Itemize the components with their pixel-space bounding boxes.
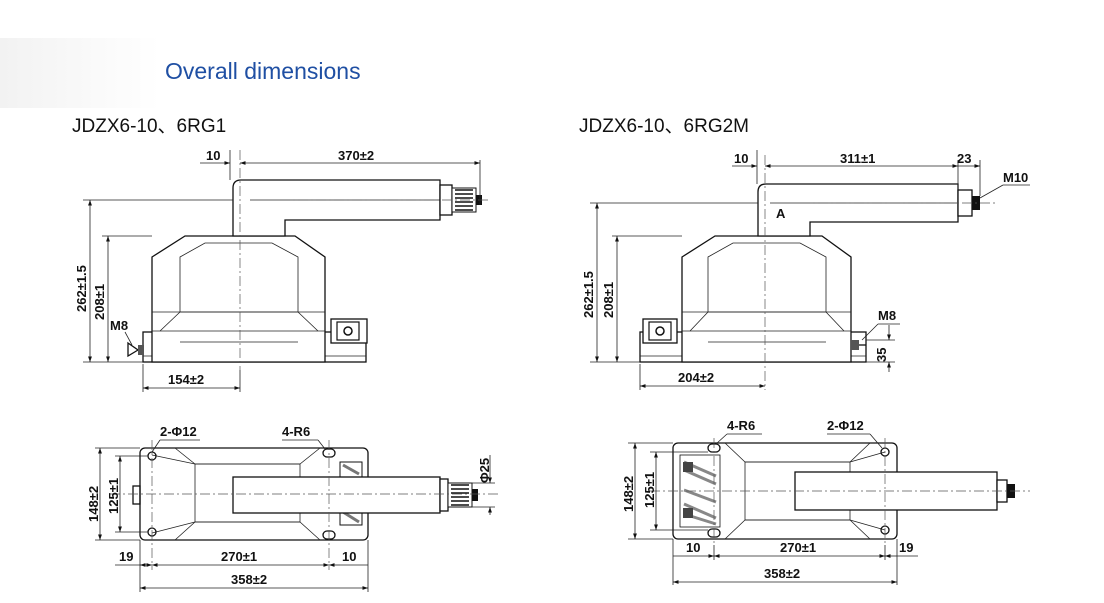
left-front-dim-208: 208±1 bbox=[92, 284, 107, 320]
right-front-view: A 10 311±1 23 M10 262±1.5 208±1 bbox=[581, 150, 1030, 390]
right-front-dim-262: 262±1.5 bbox=[581, 271, 596, 318]
left-front-dim-10: 10 bbox=[206, 148, 220, 163]
left-front-m8: M8 bbox=[110, 318, 128, 333]
left-top-phi25: Φ25 bbox=[477, 458, 492, 483]
right-front-dim-311: 311±1 bbox=[840, 151, 875, 166]
right-top-dim-10: 10 bbox=[686, 540, 700, 555]
right-top-dim-148: 148±2 bbox=[621, 476, 636, 512]
left-top-dim-10: 10 bbox=[342, 549, 356, 564]
right-top-phi12: 2-Φ12 bbox=[827, 418, 864, 433]
right-front-dim-10: 10 bbox=[734, 151, 748, 166]
right-front-dim-204: 204±2 bbox=[678, 370, 714, 385]
left-top-r6: 4-R6 bbox=[282, 424, 310, 439]
header-shade bbox=[0, 38, 160, 108]
right-front-m10: M10 bbox=[1003, 170, 1028, 185]
left-top-view: 2-Φ12 4-R6 Φ25 148±2 125±1 19 270±1 10 3… bbox=[86, 424, 500, 592]
left-front-dim-262: 262±1.5 bbox=[74, 265, 89, 312]
model-label-right: JDZX6-10、6RG2M bbox=[579, 116, 749, 137]
page-title: Overall dimensions bbox=[165, 58, 361, 84]
right-front-m8: M8 bbox=[878, 308, 896, 323]
right-top-dim-358: 358±2 bbox=[764, 566, 800, 581]
right-front-a-label: A bbox=[776, 206, 786, 221]
left-front-view: 10 370±2 262±1.5 208±1 M8 154±2 bbox=[74, 148, 490, 392]
left-top-dim-358: 358±2 bbox=[231, 572, 267, 587]
right-front-dim-23: 23 bbox=[957, 151, 971, 166]
right-top-dim-19: 19 bbox=[899, 540, 913, 555]
model-label-left: JDZX6-10、6RG1 bbox=[72, 116, 227, 137]
right-top-view: 4-R6 2-Φ12 148±2 125±1 10 270±1 19 358±2 bbox=[621, 418, 1030, 585]
left-front-dim-154: 154±2 bbox=[168, 372, 204, 387]
left-top-dim-125: 125±1 bbox=[106, 478, 121, 514]
left-top-phi12: 2-Φ12 bbox=[160, 424, 197, 439]
left-top-dim-270: 270±1 bbox=[221, 549, 257, 564]
right-front-dim-35: 35 bbox=[874, 348, 889, 362]
right-top-r6: 4-R6 bbox=[727, 418, 755, 433]
right-top-dim-270: 270±1 bbox=[780, 540, 816, 555]
right-top-dim-125: 125±1 bbox=[642, 472, 657, 508]
right-front-dim-208: 208±1 bbox=[601, 282, 616, 318]
left-front-dim-370: 370±2 bbox=[338, 148, 374, 163]
left-top-dim-19: 19 bbox=[119, 549, 133, 564]
left-top-dim-148: 148±2 bbox=[86, 486, 101, 522]
